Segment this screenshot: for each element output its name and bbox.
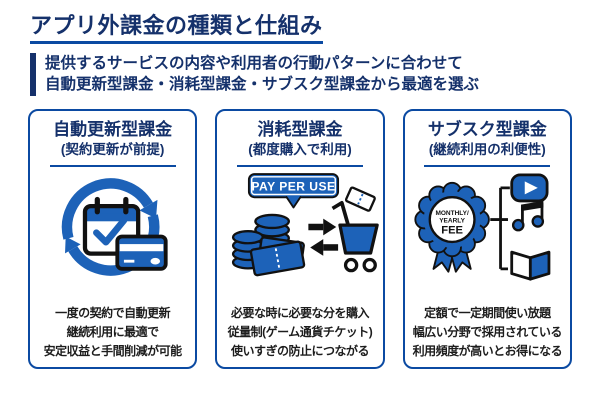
subtitle-line-1: 提供するサービスの内容や利用者の行動パターンに合わせて — [45, 55, 463, 73]
card-subtitle: (契約更新が前提) — [60, 141, 165, 157]
description-line: 安定収益と手間削減が可能 — [43, 343, 183, 358]
shopping-cart-icon — [331, 186, 379, 273]
calendar-icon — [82, 196, 140, 256]
open-book-icon — [510, 250, 551, 281]
pay-per-use-bubble: PAY PER USE — [247, 172, 340, 209]
card-subscription: サブスク型課金 (継続利用の利便性) — [402, 109, 572, 370]
tickets-icon — [249, 236, 306, 277]
description-line: 一度の契約で自動更新 — [55, 306, 171, 321]
card-consumable: 消耗型課金 (都度購入で利用) — [215, 109, 385, 370]
card-description: 一度の契約で自動更新 継続利用に最適で 安定収益と手間削減が可能 — [32, 304, 193, 360]
exchange-arrows-icon — [308, 218, 339, 256]
fee-badge-label-line2: YEARLY — [439, 217, 465, 224]
description-line: 従量制(ゲーム通貨チケット) — [227, 325, 373, 340]
divider — [237, 164, 363, 167]
description-line: 継続利用に最適で — [66, 325, 160, 340]
card-title: サブスク型課金 — [427, 120, 547, 140]
card-title: 自動更新型課金 — [53, 120, 173, 140]
fee-badge-label-line1: MONTHLY/ — [435, 210, 469, 217]
bracket-lines — [490, 186, 510, 271]
auto-renewal-cycle-icon — [32, 169, 193, 285]
billing-type-cards: 自動更新型課金 (契約更新が前提) — [28, 109, 572, 370]
video-play-icon — [510, 173, 549, 203]
description-line: 幅広い分野で採用されている — [412, 325, 563, 340]
card-description: 必要な時に必要な分を購入 従量制(ゲーム通貨チケット) 使いすぎの防止につながる — [219, 304, 380, 360]
pay-per-use-purchase-icon: PAY PER USE — [219, 169, 380, 285]
divider — [424, 164, 551, 167]
description-line: 必要な時に必要な分を購入 — [230, 306, 370, 321]
card-auto-renewal: 自動更新型課金 (契約更新が前提) — [28, 109, 198, 370]
description-line: 使いすぎの防止につながる — [230, 343, 370, 358]
card-subtitle: (継続利用の利便性) — [428, 141, 546, 157]
description-line: 利用頻度が高いとお得になる — [412, 343, 563, 358]
fee-badge-icon: MONTHLY/ YEARLY FEE — [414, 181, 490, 273]
page-title: アプリ外課金の種類と仕組み — [30, 13, 323, 45]
subtitle-block: 提供するサービスの内容や利用者の行動パターンに合わせて 自動更新型課金・消耗型課… — [30, 53, 600, 97]
divider — [49, 164, 176, 167]
credit-card-icon — [115, 234, 168, 271]
subtitle-line-2: 自動更新型課金・消耗型課金・サブスク型課金から最適を選ぶ — [45, 75, 480, 93]
fee-badge-label-line3: FEE — [441, 224, 463, 236]
description-line: 定額で一定期間使い放題 — [424, 306, 551, 321]
pay-per-use-label: PAY PER USE — [251, 179, 335, 193]
card-title: 消耗型課金 — [257, 120, 343, 140]
card-subtitle: (都度購入で利用) — [248, 141, 352, 157]
card-description: 定額で一定期間使い放題 幅広い分野で採用されている 利用頻度が高いとお得になる — [407, 304, 568, 360]
subscription-media-icon: MONTHLY/ YEARLY FEE — [407, 169, 568, 285]
music-note-icon — [511, 200, 544, 232]
